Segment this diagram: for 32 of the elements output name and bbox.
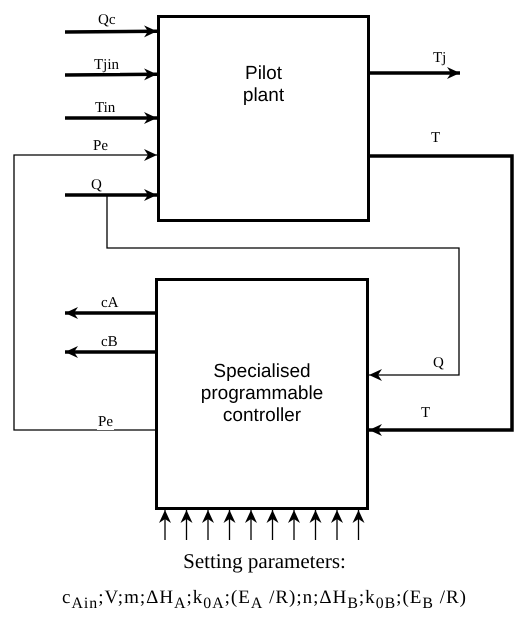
arrow	[65, 112, 157, 124]
arrow	[65, 346, 155, 358]
arrow	[266, 510, 278, 540]
block-title: Specialised programmable controller	[200, 361, 324, 427]
arrow	[331, 510, 343, 540]
arrow	[64, 68, 158, 80]
arrow	[369, 154, 514, 436]
arrow	[159, 510, 171, 540]
arrow	[180, 510, 192, 540]
arrow	[106, 195, 460, 381]
arrow	[202, 510, 214, 540]
edge-label: Pe	[97, 414, 114, 430]
block-box	[157, 15, 370, 222]
arrow	[245, 510, 257, 540]
arrow	[224, 510, 236, 540]
arrow	[370, 67, 460, 79]
arrow	[310, 510, 322, 540]
block-title: Pilot plant	[242, 63, 286, 107]
arrow	[65, 307, 155, 319]
block-box	[155, 278, 369, 510]
edge-label: Q	[432, 355, 445, 371]
caption-text: Setting parameters:	[182, 549, 347, 574]
edge-label: Qc	[97, 12, 116, 28]
edge-label: Tj	[432, 50, 448, 66]
edge-label: Q	[90, 177, 103, 193]
formula-text: c$_{Ain}$;V;m;ΔH$_{A}$;k$_{0A}$;(E$_{A}$ /R);n;ΔH$_{B}$;k$_{0B}$;(E$_{B}$ /R)	[61, 587, 468, 613]
arrow	[352, 510, 364, 540]
edge-label: Tjin	[93, 57, 120, 73]
arrow	[13, 149, 157, 431]
arrow	[64, 25, 158, 38]
arrow	[288, 510, 300, 540]
arrow	[65, 189, 157, 201]
